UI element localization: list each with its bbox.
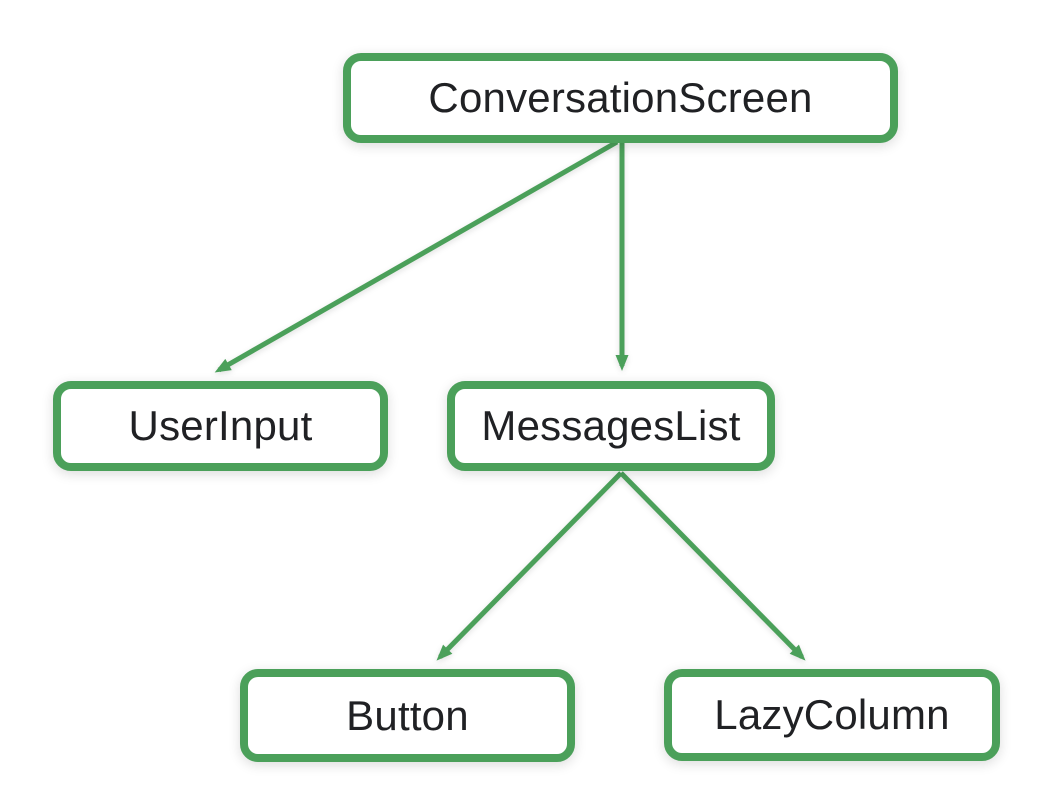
- node-lazy-column-label: LazyColumn: [714, 691, 950, 738]
- node-user-input: UserInput: [53, 381, 388, 471]
- node-user-input-label: UserInput: [128, 402, 313, 449]
- edge-conversationscreen-userinput: [214, 139, 619, 373]
- node-conversation-screen: ConversationScreen: [343, 53, 898, 143]
- node-conversation-screen-label: ConversationScreen: [428, 74, 813, 121]
- node-messages-list-label: MessagesList: [481, 402, 741, 449]
- node-lazy-column: LazyColumn: [664, 669, 1000, 761]
- node-button: Button: [240, 669, 575, 762]
- edge-messageslist-button: [436, 471, 623, 661]
- edge-messageslist-lazycolumn: [619, 471, 806, 661]
- node-messages-list: MessagesList: [447, 381, 775, 471]
- node-button-label: Button: [346, 691, 469, 739]
